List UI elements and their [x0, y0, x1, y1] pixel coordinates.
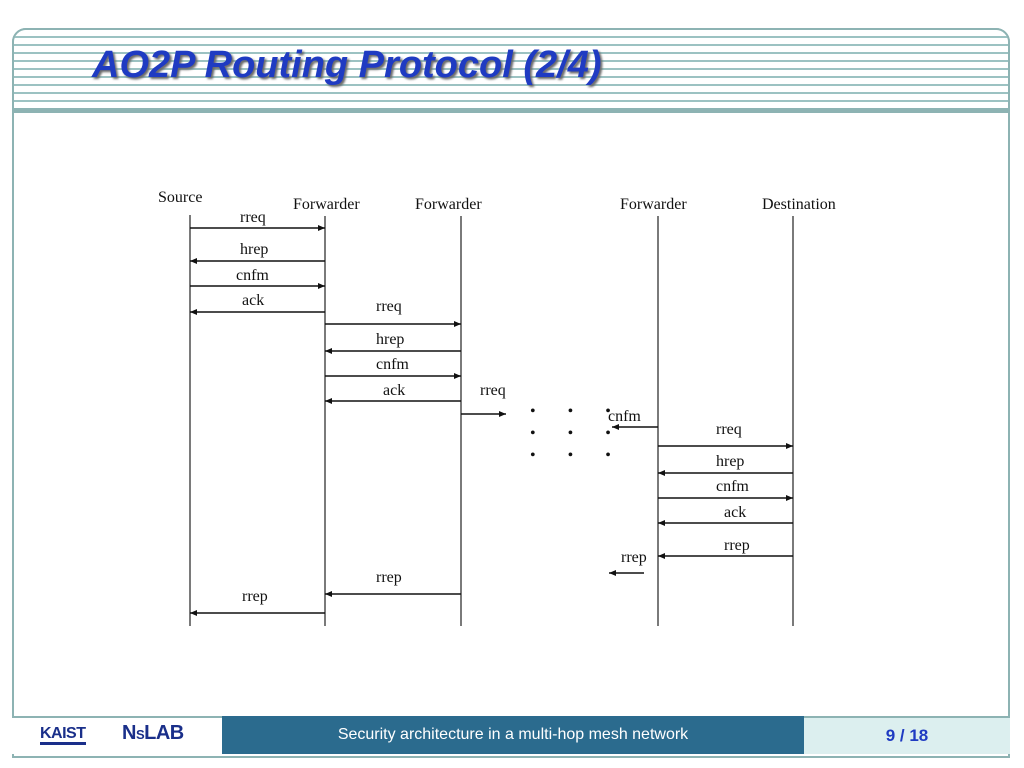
node-label-source: Source — [158, 189, 202, 206]
slide-footer: KAIST NSLAB Security architecture in a m… — [12, 716, 1010, 754]
nslab-logo-n: N — [122, 722, 136, 744]
msg-label: rrep — [376, 569, 402, 586]
nslab-logo: NSLAB — [122, 722, 184, 745]
nslab-logo-rest: LAB — [144, 722, 184, 744]
header-band — [12, 28, 1010, 114]
ellipsis-row-1: • • • — [530, 403, 625, 420]
msg-label: rreq — [716, 421, 742, 438]
node-label-destination: Destination — [762, 196, 836, 213]
msg-label: rrep — [724, 537, 750, 554]
msg-label: ack — [242, 292, 264, 309]
msg-label: hrep — [716, 453, 744, 470]
msg-label: hrep — [240, 241, 268, 258]
slide-title: AO2P Routing Protocol (2/4) — [92, 44, 602, 86]
page-number: 9 / 18 — [804, 716, 1010, 754]
header-divider — [12, 108, 1010, 113]
footer-logos: KAIST NSLAB — [12, 716, 222, 754]
msg-label: rrep — [242, 588, 268, 605]
msg-label: cnfm — [716, 478, 749, 495]
msg-label: ack — [383, 382, 405, 399]
msg-label: rreq — [376, 298, 402, 315]
slide-frame — [12, 28, 1010, 758]
msg-label: cnfm — [376, 356, 409, 373]
msg-label: ack — [724, 504, 746, 521]
nslab-logo-s: S — [135, 727, 145, 742]
sequence-diagram: Source Forwarder Forwarder Forwarder Des… — [158, 189, 836, 626]
node-label-forwarder-1: Forwarder — [293, 196, 360, 213]
footer-caption: Security architecture in a multi-hop mes… — [222, 716, 804, 754]
node-label-forwarder-2: Forwarder — [415, 196, 482, 213]
ellipsis-row-2: • • • — [530, 425, 625, 442]
msg-label: cnfm — [608, 408, 641, 425]
ellipsis-row-3: • • • — [530, 447, 625, 464]
msg-label: cnfm — [236, 267, 269, 284]
kaist-logo: KAIST — [40, 726, 86, 745]
msg-label: hrep — [376, 331, 404, 348]
node-label-forwarder-3: Forwarder — [620, 196, 687, 213]
msg-label: rreq — [240, 209, 266, 226]
msg-label: rrep — [621, 549, 647, 566]
msg-label: rreq — [480, 382, 506, 399]
